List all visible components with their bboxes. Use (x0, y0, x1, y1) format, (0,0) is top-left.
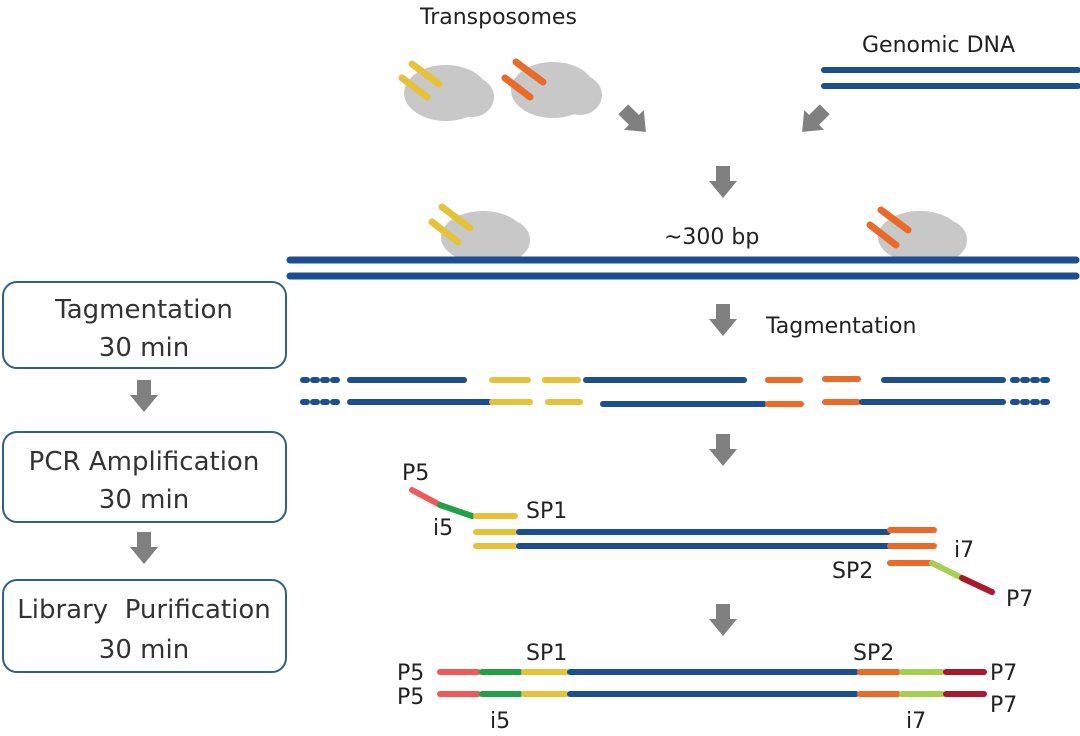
p5-label-pcr: P5 (402, 461, 429, 486)
i7-label-final: i7 (906, 709, 926, 734)
step-box-pcr-amplification: PCR Amplification 30 min (2, 431, 287, 523)
step-time: 30 min (99, 635, 189, 665)
sp1-label-pcr: SP1 (526, 499, 567, 524)
p7-label-pcr: P7 (1006, 587, 1033, 612)
fragment-size-label: ~300 bp (664, 225, 759, 250)
p7-label-top: P7 (990, 661, 1017, 686)
arrow-transposome-to-dna (613, 99, 656, 142)
tagmentation-label: Tagmentation (765, 314, 916, 339)
pcr-intermediate-fragment (409, 487, 995, 595)
arrow-dna-to-transposome (792, 99, 835, 142)
arrow-step-2-to-3 (130, 532, 158, 564)
step-name: Library Purification (17, 595, 270, 625)
arrow-down-2 (709, 304, 737, 336)
arrow-step-1-to-2 (130, 380, 158, 412)
i5-label-final: i5 (490, 709, 510, 734)
step-name: PCR Amplification (29, 447, 260, 477)
sp1-label-final: SP1 (526, 641, 567, 666)
sp2-label-final: SP2 (853, 641, 894, 666)
step-box-library-purification: Library Purification 30 min (2, 579, 287, 673)
p5-label-bottom: P5 (397, 685, 424, 710)
transposome-yellow (398, 60, 494, 121)
target-dna-strands (286, 256, 1080, 280)
sp2-label-pcr: SP2 (832, 559, 873, 584)
transposomes-label: Transposomes (419, 5, 577, 30)
bound-transposome-yellow (428, 203, 530, 263)
tagmented-fragments (300, 376, 1055, 407)
bound-transposome-orange (866, 206, 967, 263)
i7-label-pcr: i7 (954, 538, 974, 563)
i5-label-pcr: i5 (433, 516, 453, 541)
genomic-dna-label: Genomic DNA (862, 33, 1015, 58)
step-box-tagmentation: Tagmentation 30 min (2, 281, 287, 369)
step-time: 30 min (99, 333, 189, 363)
transposome-orange (501, 58, 602, 118)
p7-label-bottom: P7 (990, 693, 1017, 718)
genomic-dna-strands (821, 67, 1080, 89)
final-library-fragment (437, 669, 987, 697)
p5-label-top: P5 (397, 661, 424, 686)
arrow-down-4 (709, 604, 737, 636)
arrow-down-1 (709, 166, 737, 198)
step-name: Tagmentation (54, 295, 233, 325)
arrow-down-3 (709, 434, 737, 466)
step-time: 30 min (99, 485, 189, 515)
